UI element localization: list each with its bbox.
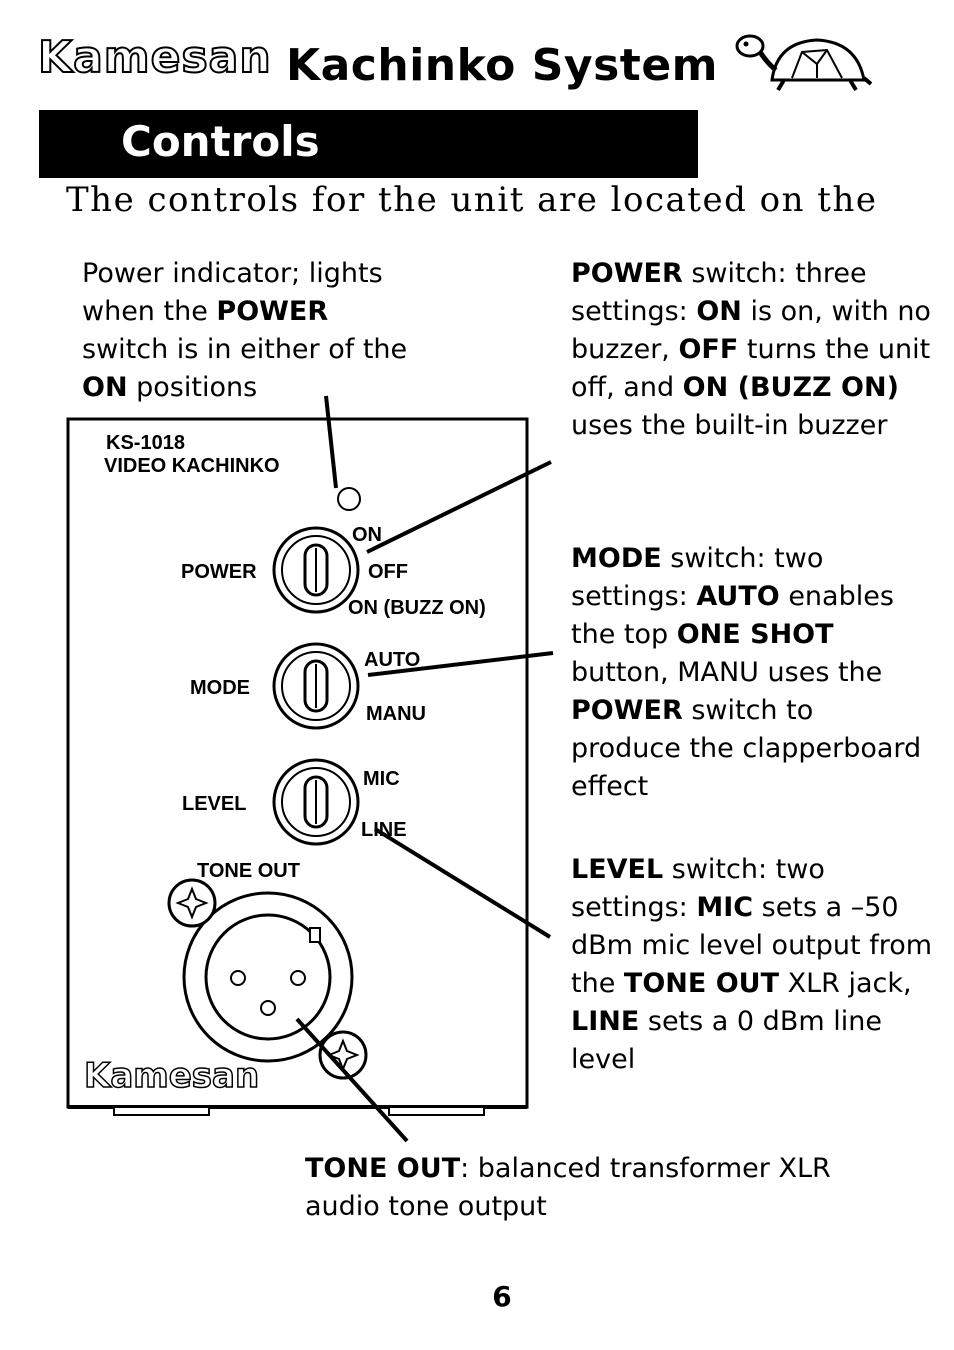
xlr-jack [182, 891, 354, 1063]
leader-power-switch [366, 460, 552, 554]
level-line-label: LINE [361, 819, 407, 841]
level-label: LEVEL [182, 793, 246, 815]
leader-tone-out [295, 1017, 409, 1143]
screw-bottom-right-icon [318, 1030, 368, 1080]
leader-mode-switch [367, 651, 554, 677]
page-number: 6 [492, 1280, 512, 1313]
callout-level-switch: LEVEL switch: two settings: MIC sets a –… [571, 854, 933, 1075]
panel-model: KS-1018 [106, 432, 185, 454]
panel-name: VIDEO KACHINKO [104, 455, 280, 477]
screw-top-left-icon [167, 878, 217, 928]
power-label: POWER [181, 561, 257, 583]
mode-switch [272, 642, 360, 730]
turtle-icon [735, 34, 872, 92]
panel-brand-logo: Kamesan [84, 1056, 259, 1096]
panel-foot-left [113, 1106, 210, 1116]
panel-foot-right [388, 1106, 485, 1116]
section-header-bar [39, 110, 698, 178]
leader-power-indicator [324, 395, 338, 489]
mode-label: MODE [190, 677, 250, 699]
power-off-label: OFF [368, 561, 408, 583]
level-mic-label: MIC [363, 768, 400, 790]
intro-text: The controls for the unit are located on… [66, 180, 878, 220]
section-title: Controls [121, 117, 320, 166]
callout-power-switch: POWER switch: three settings: ON is on, … [571, 258, 931, 441]
document-title: Kachinko System [286, 40, 719, 91]
power-indicator-led [337, 487, 361, 511]
callout-power-indicator: Power indicator; lights when the POWER s… [82, 258, 408, 403]
level-switch [272, 758, 360, 846]
callout-tone-out: TONE OUT: balanced transformer XLR audio… [305, 1153, 831, 1222]
callout-mode-switch: MODE switch: two settings: AUTO enables … [571, 543, 922, 802]
mode-manu-label: MANU [366, 703, 426, 725]
brand-logo: Kamesan [37, 31, 272, 84]
mode-auto-label: AUTO [364, 649, 420, 671]
power-switch [272, 526, 360, 614]
tone-out-label: TONE OUT [197, 860, 300, 882]
power-on-label: ON [352, 524, 382, 546]
leader-level-switch [373, 827, 552, 939]
power-buzz-label: ON (BUZZ ON) [348, 597, 486, 619]
